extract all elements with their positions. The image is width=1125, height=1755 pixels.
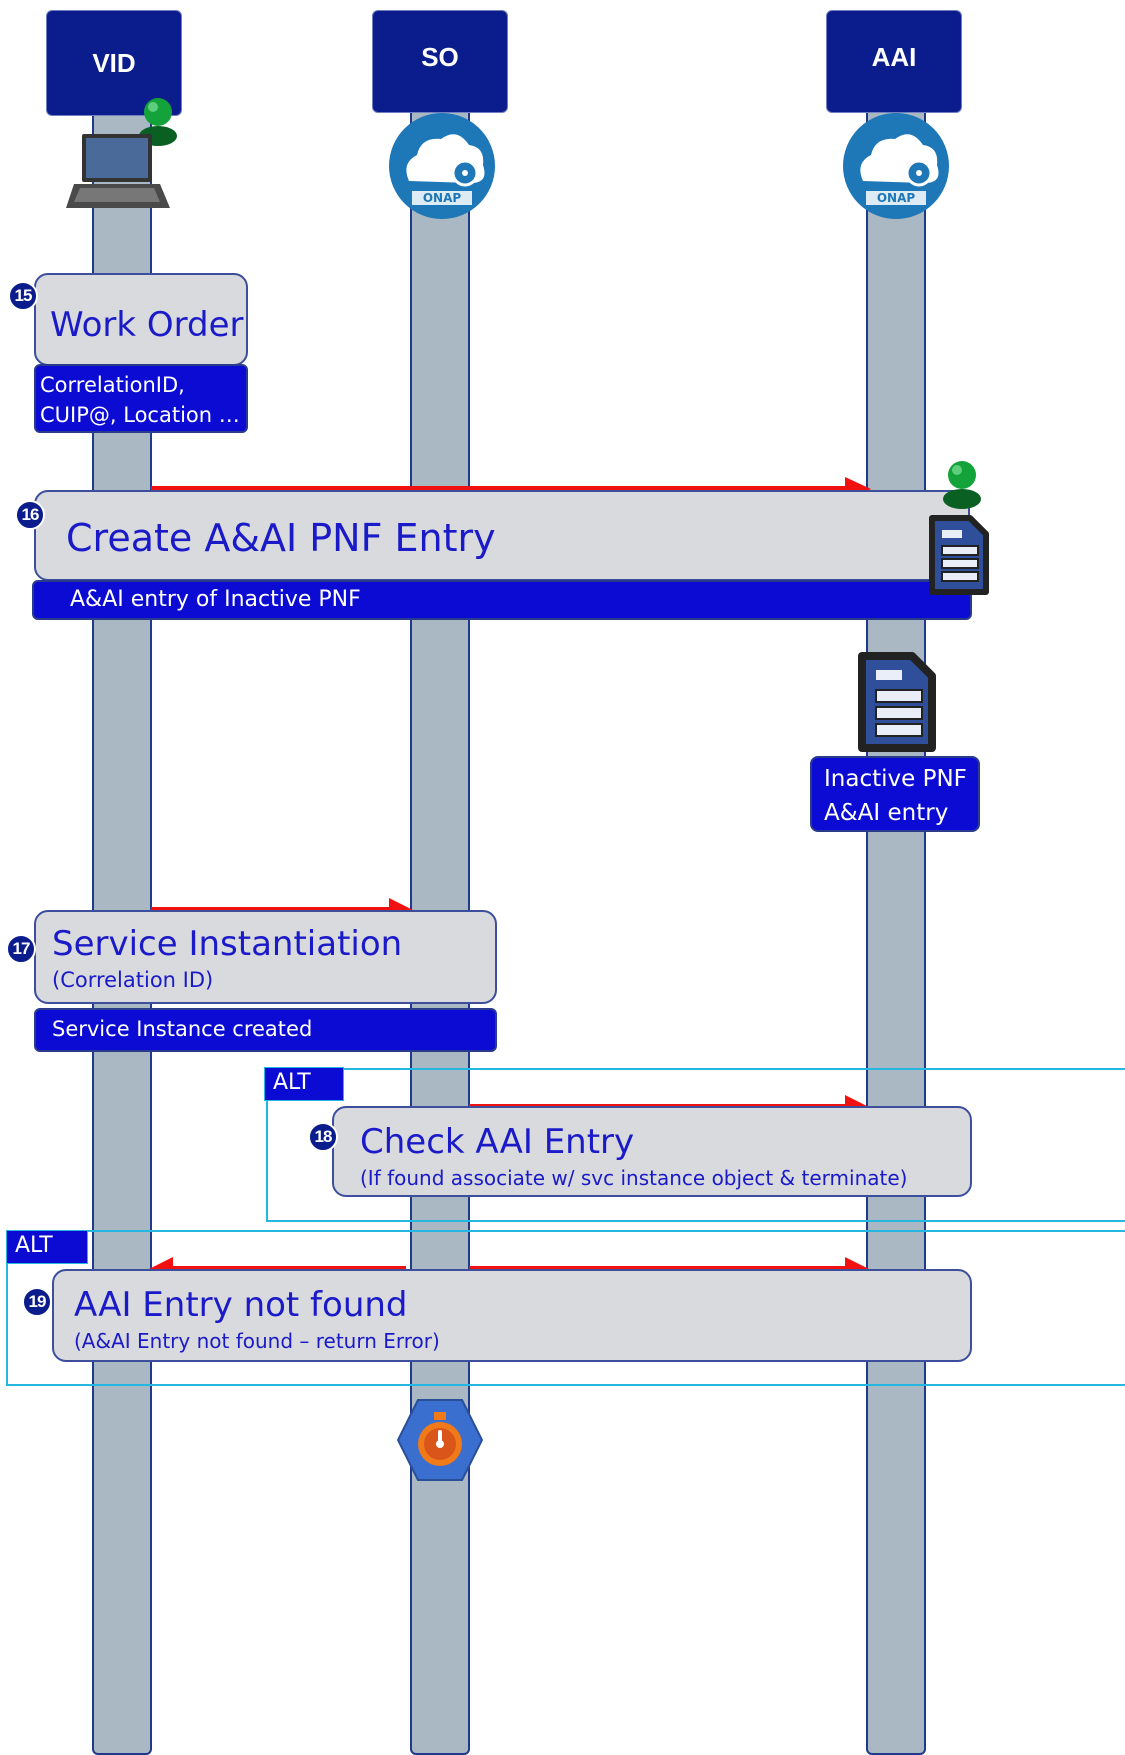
user-icon [139, 98, 177, 146]
onap-cloud-icon: ONAP [843, 113, 949, 219]
step-15-box: Work Order [34, 273, 248, 366]
step-19-box: AAI Entry not found (A&AI Entry not foun… [52, 1269, 972, 1362]
step-17-title: Service Instantiation [52, 924, 403, 964]
alt-frame-1 [266, 1068, 1125, 1222]
step-17-box: Service Instantiation (Correlation ID) [34, 910, 497, 1004]
step-19-number: 19 [22, 1287, 52, 1317]
step-17-number: 17 [6, 934, 36, 964]
step-16-note-text: A&AI entry of Inactive PNF [70, 587, 361, 612]
so-header: SO [372, 10, 508, 113]
step-19-title: AAI Entry not found [74, 1285, 408, 1325]
step-16-note: A&AI entry of Inactive PNF [32, 580, 972, 620]
document-icon [858, 652, 936, 752]
onap-cloud-icon: ONAP [389, 113, 495, 219]
step-16-title: Create A&AI PNF Entry [66, 516, 496, 560]
step-16-number: 16 [15, 500, 45, 530]
aai-label: AAI [871, 42, 917, 72]
step-18-title: Check AAI Entry [360, 1122, 635, 1162]
step-15-number: 15 [8, 281, 38, 311]
step-18-box: Check AAI Entry (If found associate w/ s… [332, 1106, 972, 1197]
step-17-note: Service Instance created [34, 1008, 497, 1052]
aai-lifeline [866, 100, 926, 1755]
laptop-icon [66, 134, 170, 208]
alt-frame-1-label: ALT [264, 1067, 344, 1101]
alt-frame-2-label: ALT [6, 1230, 88, 1264]
step-15-note: CorrelationID, CUIP@, Location … [34, 364, 248, 433]
arrow-vid-to-aai [151, 486, 851, 492]
document-icon [929, 515, 989, 595]
step-17-note-text: Service Instance created [52, 1017, 313, 1041]
user-icon [943, 461, 981, 509]
onap-logo-text: ONAP [877, 191, 916, 205]
step-15-note-text: CorrelationID, CUIP@, Location … [40, 373, 240, 427]
so-label: SO [421, 42, 459, 72]
alt-frame-2 [6, 1230, 1125, 1386]
step-19-subtitle: (A&AI Entry not found – return Error) [74, 1329, 440, 1353]
step-17-subtitle: (Correlation ID) [52, 968, 214, 992]
inactive-pnf-entry-note: Inactive PNF A&AI entry [810, 756, 980, 832]
timer-icon [396, 1399, 484, 1481]
aai-header: AAI [826, 10, 962, 113]
step-16-box: Create A&AI PNF Entry [34, 490, 970, 581]
step-18-subtitle: (If found associate w/ svc instance obje… [360, 1166, 908, 1190]
vid-label: VID [92, 47, 136, 78]
inactive-pnf-entry-text: Inactive PNF A&AI entry [824, 766, 967, 826]
step-18-number: 18 [308, 1122, 338, 1152]
onap-logo-text: ONAP [423, 191, 462, 205]
step-15-title: Work Order [50, 305, 244, 345]
